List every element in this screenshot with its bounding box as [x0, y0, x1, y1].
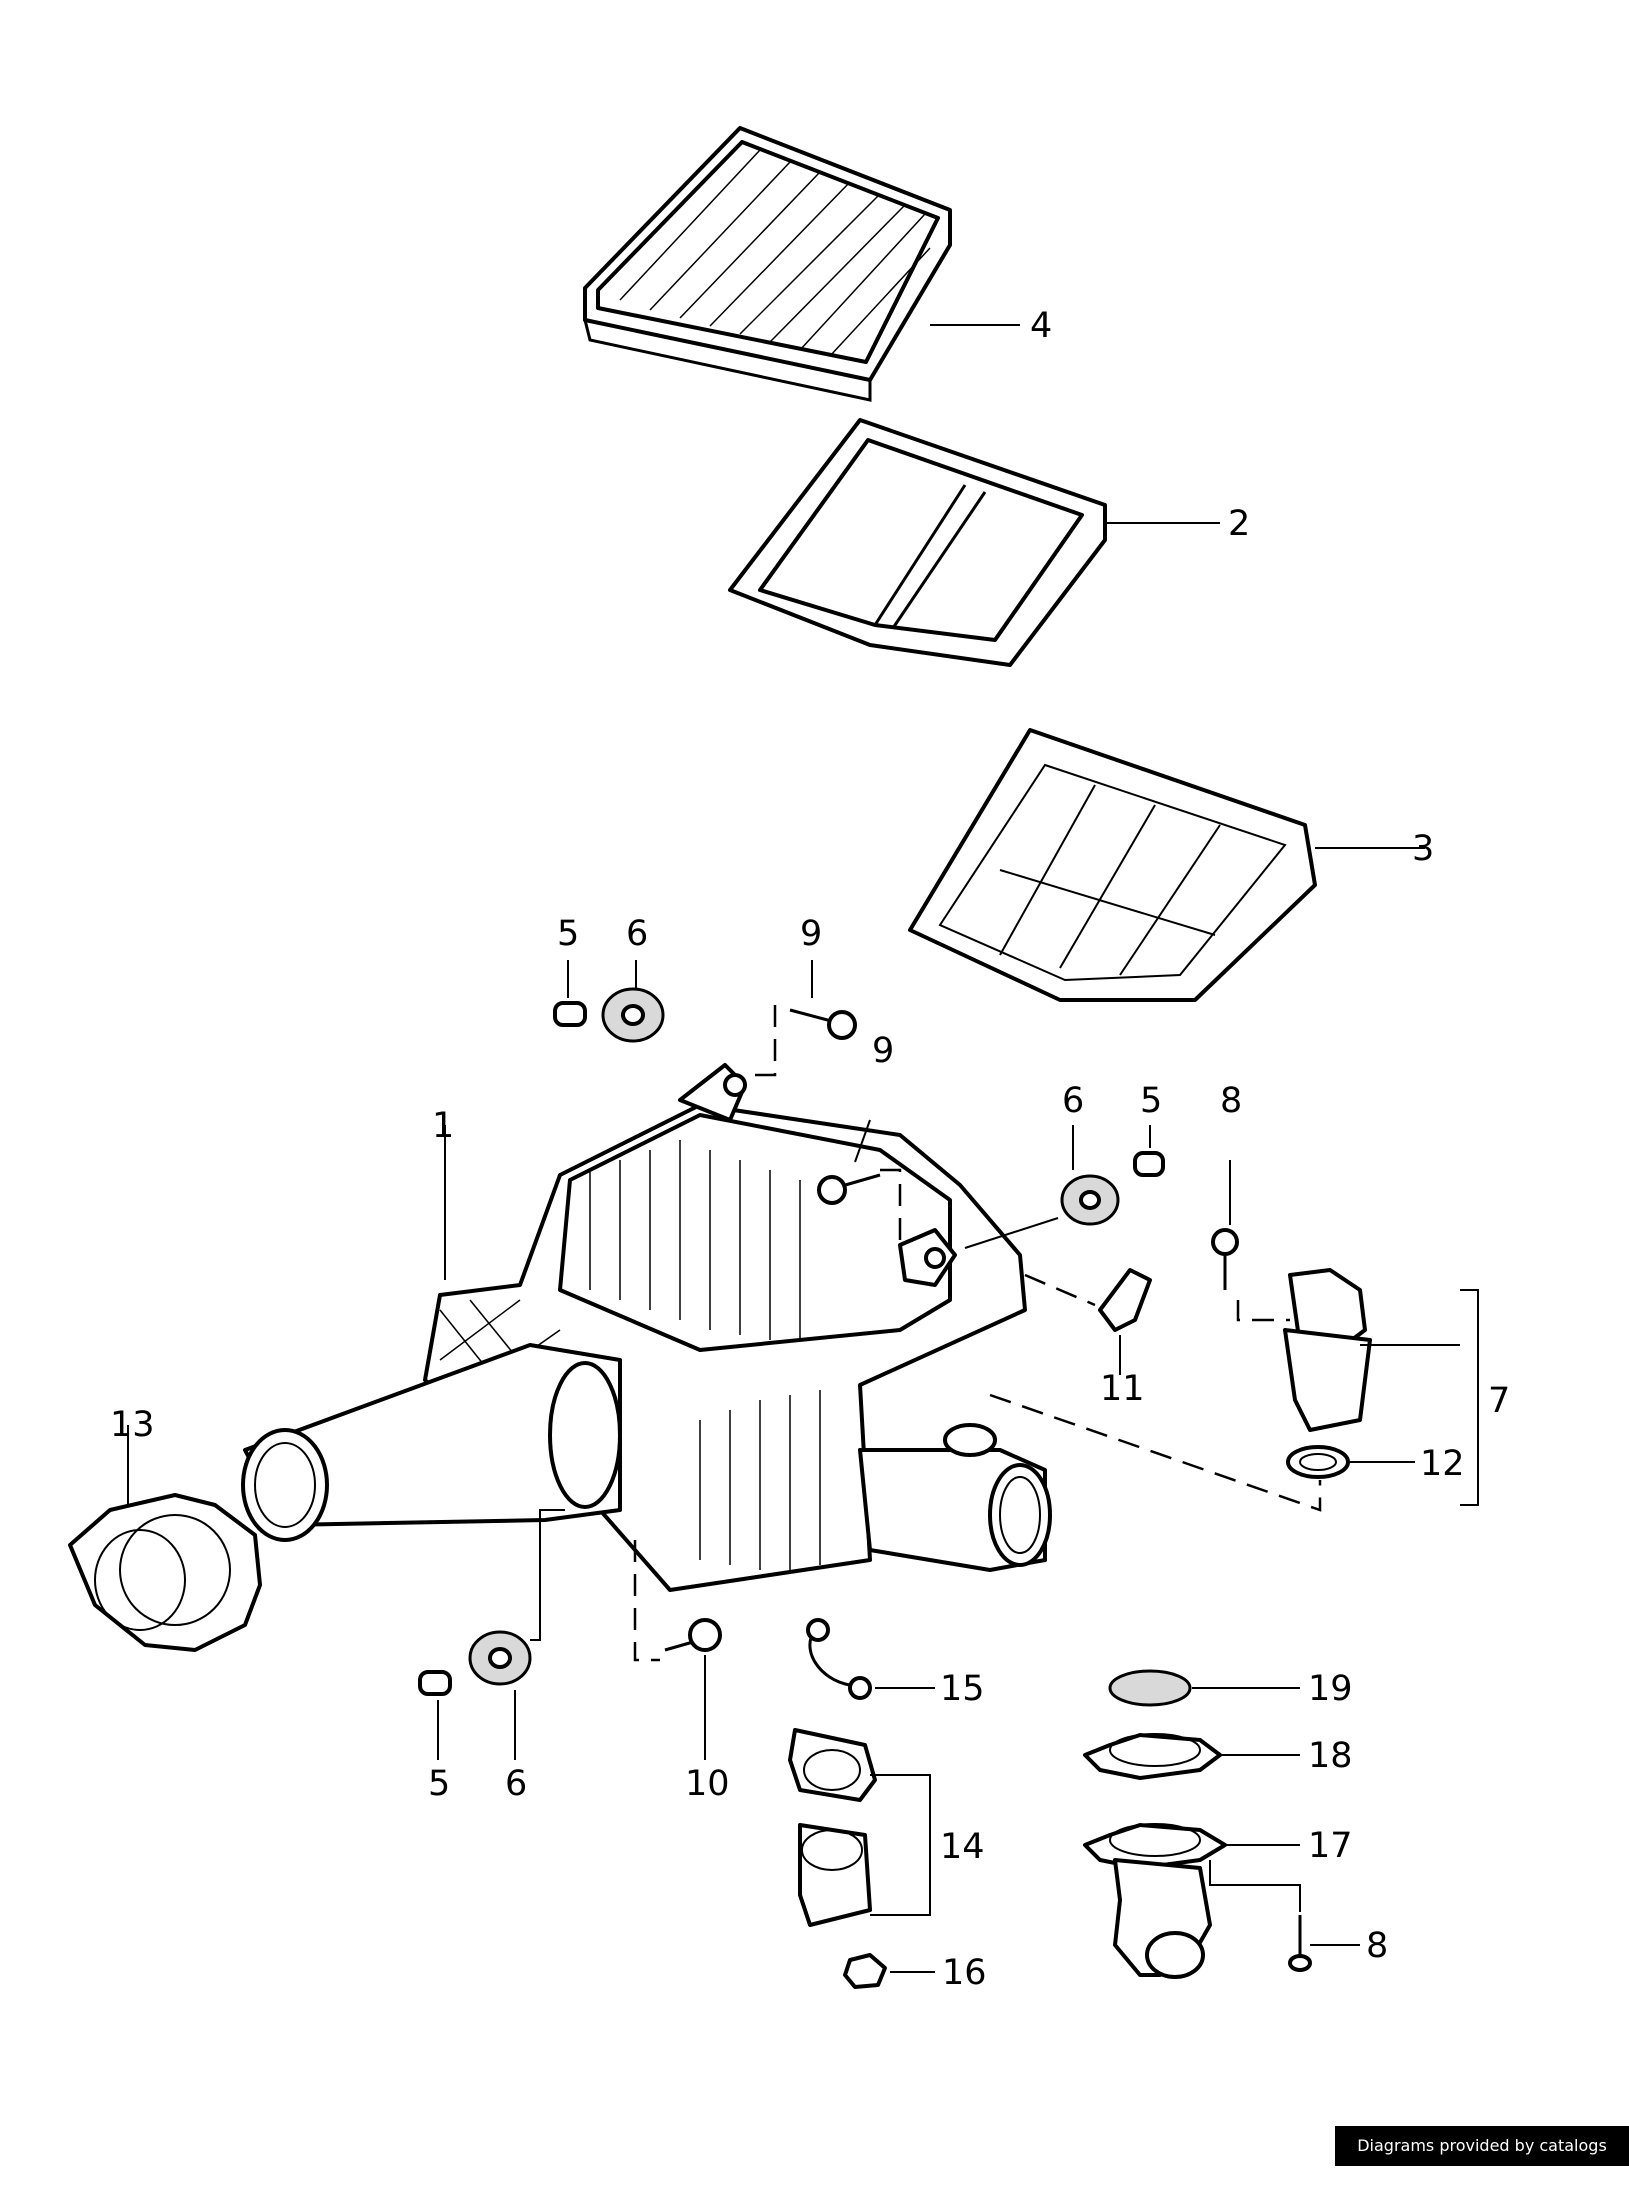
part-19-filter-disc — [1108, 1669, 1300, 1707]
callout-9-upper: 9 — [800, 914, 822, 954]
part-11-clip — [1024, 1268, 1152, 1375]
callout-10: 10 — [685, 1764, 730, 1804]
part-6-rubber-buffer-right — [964, 1125, 1120, 1249]
part-7-air-mass-meter — [1283, 1268, 1460, 1432]
callout-19: 19 — [1308, 1669, 1353, 1709]
part-4-air-filter-element — [583, 126, 1020, 402]
callout-5-bottom: 5 — [428, 1764, 450, 1804]
callout-8-lower: 8 — [1366, 1926, 1388, 1966]
callout-6-top: 6 — [626, 914, 648, 954]
callout-12: 12 — [1420, 1444, 1465, 1484]
callout-4: 4 — [1030, 306, 1052, 346]
callout-6-right: 6 — [1062, 1081, 1084, 1121]
part-18-flange — [1083, 1733, 1300, 1780]
callout-6-bottom: 6 — [505, 1764, 527, 1804]
part-6-rubber-buffer-bottom — [468, 1509, 565, 1760]
leader-12-dashed — [989, 1393, 1322, 1512]
part-14-gasket-connector — [788, 1728, 931, 1927]
credit-banner: Diagrams provided by catalogs parts — [1335, 2126, 1629, 2195]
part-10-bolt — [633, 1540, 722, 1760]
bracket-7 — [1460, 1289, 1479, 1506]
part-1-air-cleaner-housing — [241, 1063, 1052, 1592]
callout-16: 16 — [942, 1953, 987, 1993]
callout-18: 18 — [1308, 1736, 1353, 1776]
part-15-hose-clip — [806, 1618, 935, 1700]
leader-9-lower — [880, 1168, 902, 1240]
callout-9-lower: 9 — [872, 1031, 894, 1071]
callout-5-top: 5 — [557, 914, 579, 954]
part-6-rubber-buffer-top — [601, 960, 665, 1043]
part-5-grommet-top — [553, 960, 587, 1027]
callout-2: 2 — [1228, 504, 1250, 544]
callout-17: 17 — [1308, 1826, 1353, 1866]
part-17-elbow-connector — [1083, 1823, 1301, 1979]
callout-15: 15 — [940, 1669, 985, 1709]
part-16-nut — [843, 1953, 935, 1989]
part-3-grid-insert — [908, 728, 1425, 1002]
part-5-grommet-bottom — [418, 1670, 452, 1760]
part-5-grommet-right — [1133, 1125, 1165, 1177]
part-12-seal-ring — [1286, 1445, 1415, 1479]
callout-8-upper: 8 — [1220, 1081, 1242, 1121]
callout-1: 1 — [432, 1106, 454, 1146]
part-8-screw-lower — [1288, 1915, 1360, 1972]
part-8-screw-upper — [1211, 1160, 1290, 1322]
callout-14: 14 — [940, 1827, 985, 1867]
part-13-intake-seal — [68, 1425, 262, 1652]
callout-11: 11 — [1100, 1369, 1145, 1409]
callout-3: 3 — [1412, 829, 1434, 869]
part-9-bolt-lower — [817, 1119, 881, 1205]
callout-5-right: 5 — [1140, 1081, 1162, 1121]
callout-7: 7 — [1488, 1381, 1510, 1421]
part-2-filter-frame — [728, 418, 1220, 667]
leader-9-upper — [755, 1005, 777, 1077]
callout-13: 13 — [110, 1405, 155, 1445]
part-9-bolt-upper — [789, 960, 857, 1040]
